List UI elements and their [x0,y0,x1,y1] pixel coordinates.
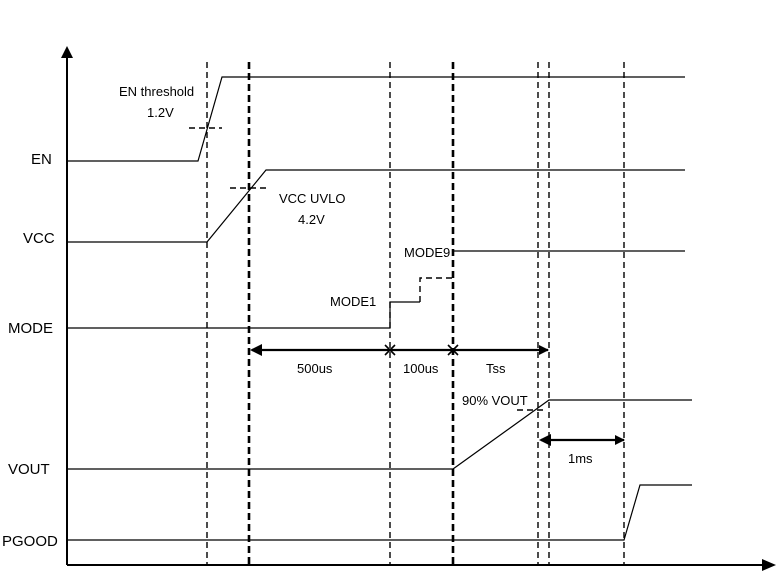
interval-arrow-start-head [250,344,262,356]
interval-cross-453 [447,344,459,356]
en-threshold-title: EN threshold [119,84,194,99]
waveform-vcc: VCC UVLO 4.2V [67,169,685,243]
signal-label-vcc: VCC [23,230,55,247]
vcc-uvlo-title: VCC UVLO [279,191,345,206]
waveform-mode: MODE1 MODE9 [67,245,685,329]
interval-tss: Tss [486,361,506,376]
interval-100us: 100us [403,361,439,376]
interval-500us: 500us [297,361,333,376]
signal-label-pgood: PGOOD [2,533,58,550]
interval-cross-390 [384,344,396,356]
signal-label-en: EN [31,151,52,168]
interval-1ms-start-head [539,434,551,446]
axes [61,46,776,571]
mode9-label: MODE9 [404,245,450,260]
vout-90-label: 90% VOUT [462,393,528,408]
signal-label-vout: VOUT [8,461,50,478]
x-axis-arrowhead [762,559,776,571]
waveform-vout: 90% VOUT [67,393,692,470]
signal-label-mode: MODE [8,320,53,337]
waveform-en: EN threshold 1.2V [67,76,685,162]
interval-arrows: 500us 100us Tss [250,344,549,376]
interval-1ms-label: 1ms [568,451,593,466]
interval-1ms: 1ms [539,434,625,466]
en-threshold-value: 1.2V [147,105,174,120]
signal-labels: EN VCC MODE VOUT PGOOD [2,151,58,550]
waveform-pgood [67,484,692,541]
mode1-label: MODE1 [330,294,376,309]
vcc-uvlo-value: 4.2V [298,212,325,227]
y-axis-arrowhead [61,46,73,58]
timing-markers [206,62,625,565]
